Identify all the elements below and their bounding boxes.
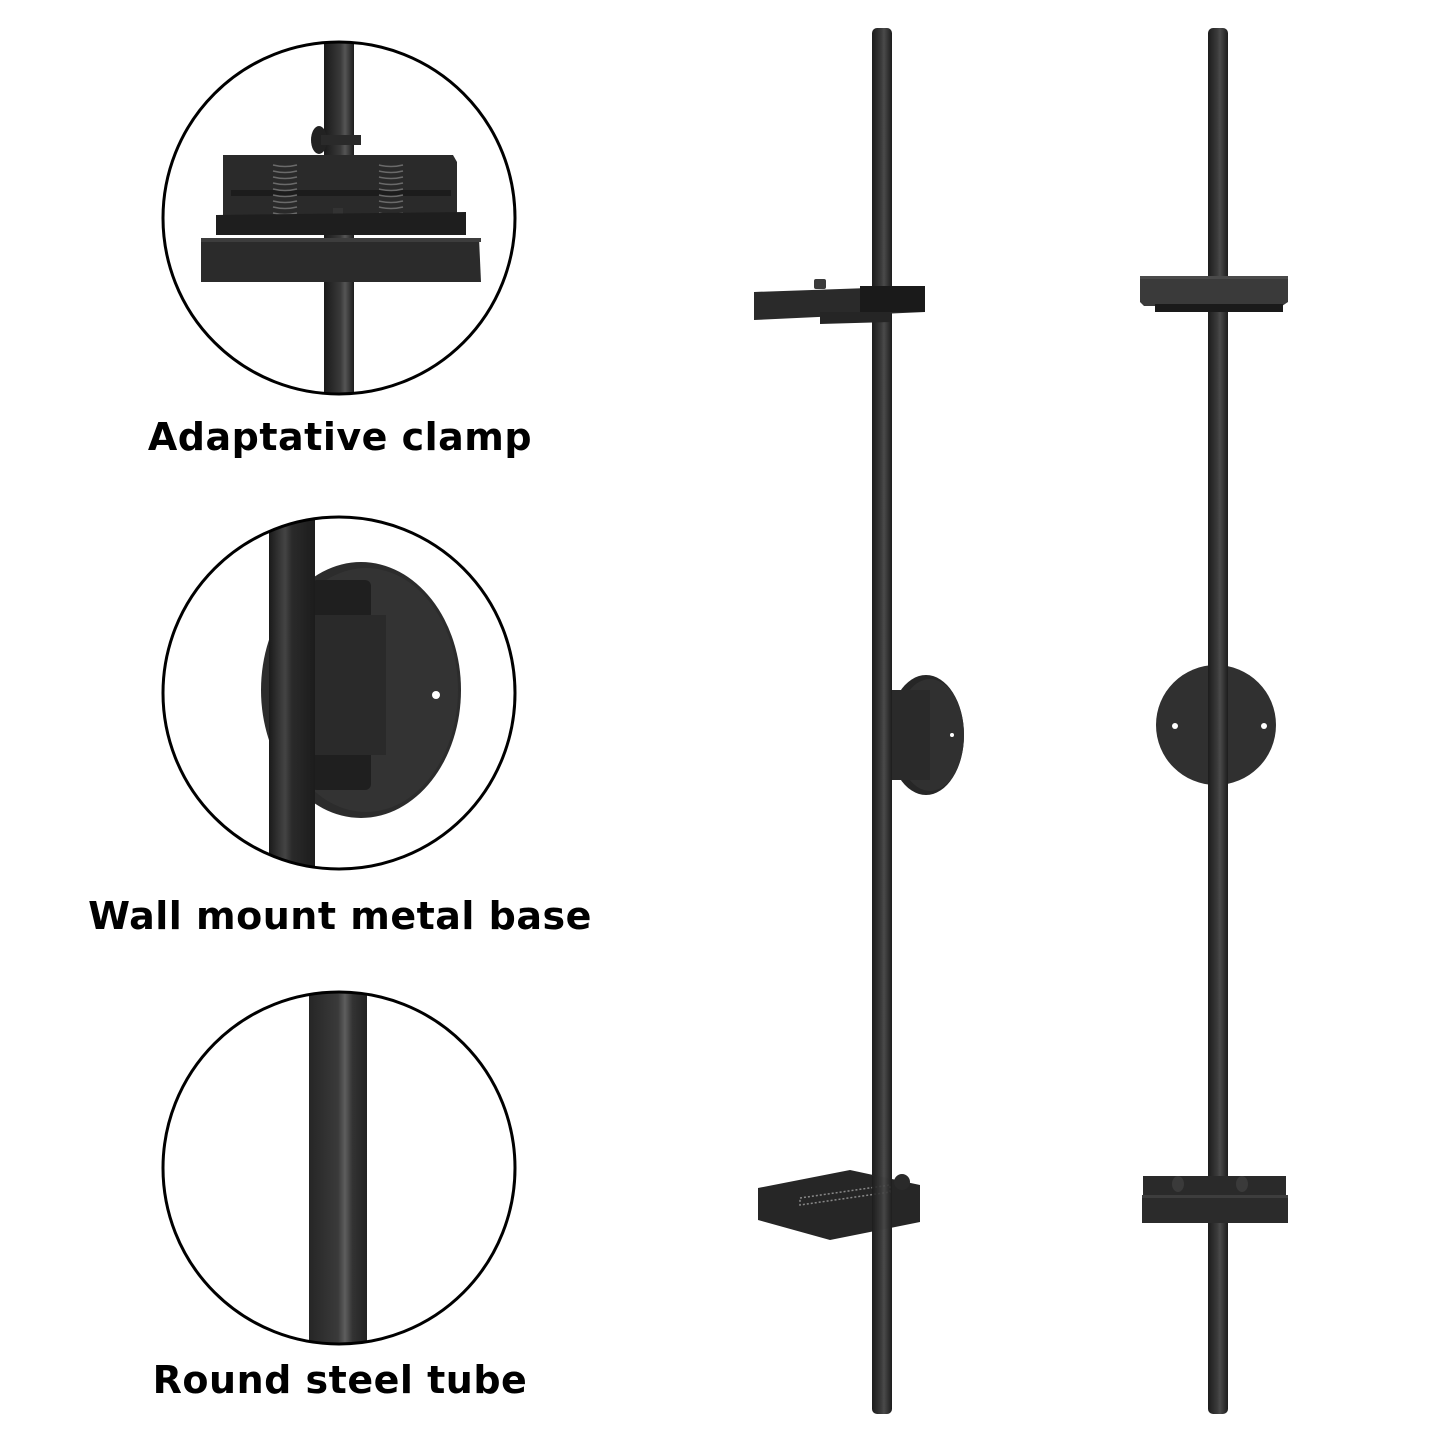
tube-detail-circle [161,990,517,1346]
bottom-clamp [758,1170,920,1246]
feature-label: Wall mount metal base [88,894,592,938]
bottom-clamp [1142,1176,1288,1223]
spring-clamp-icon [161,40,517,396]
wall-mount [1156,664,1276,786]
feature-adaptative-clamp: Adaptative clamp [0,0,680,480]
product-view-side [740,0,980,1440]
product-view-front [1120,0,1320,1440]
top-clamp [754,279,925,324]
clamp-detail-circle [161,40,517,396]
feature-label: Adaptative clamp [147,415,533,459]
wall-mount [872,660,964,800]
base-detail-circle [161,515,517,871]
steel-tube-icon [161,990,517,1346]
top-clamp [1140,276,1288,312]
feature-round-steel-tube: Round steel tube [0,960,680,1440]
wall-mount-plate-icon [161,515,517,871]
feature-wall-mount-base: Wall mount metal base [0,480,680,960]
feature-label: Round steel tube [152,1358,528,1402]
